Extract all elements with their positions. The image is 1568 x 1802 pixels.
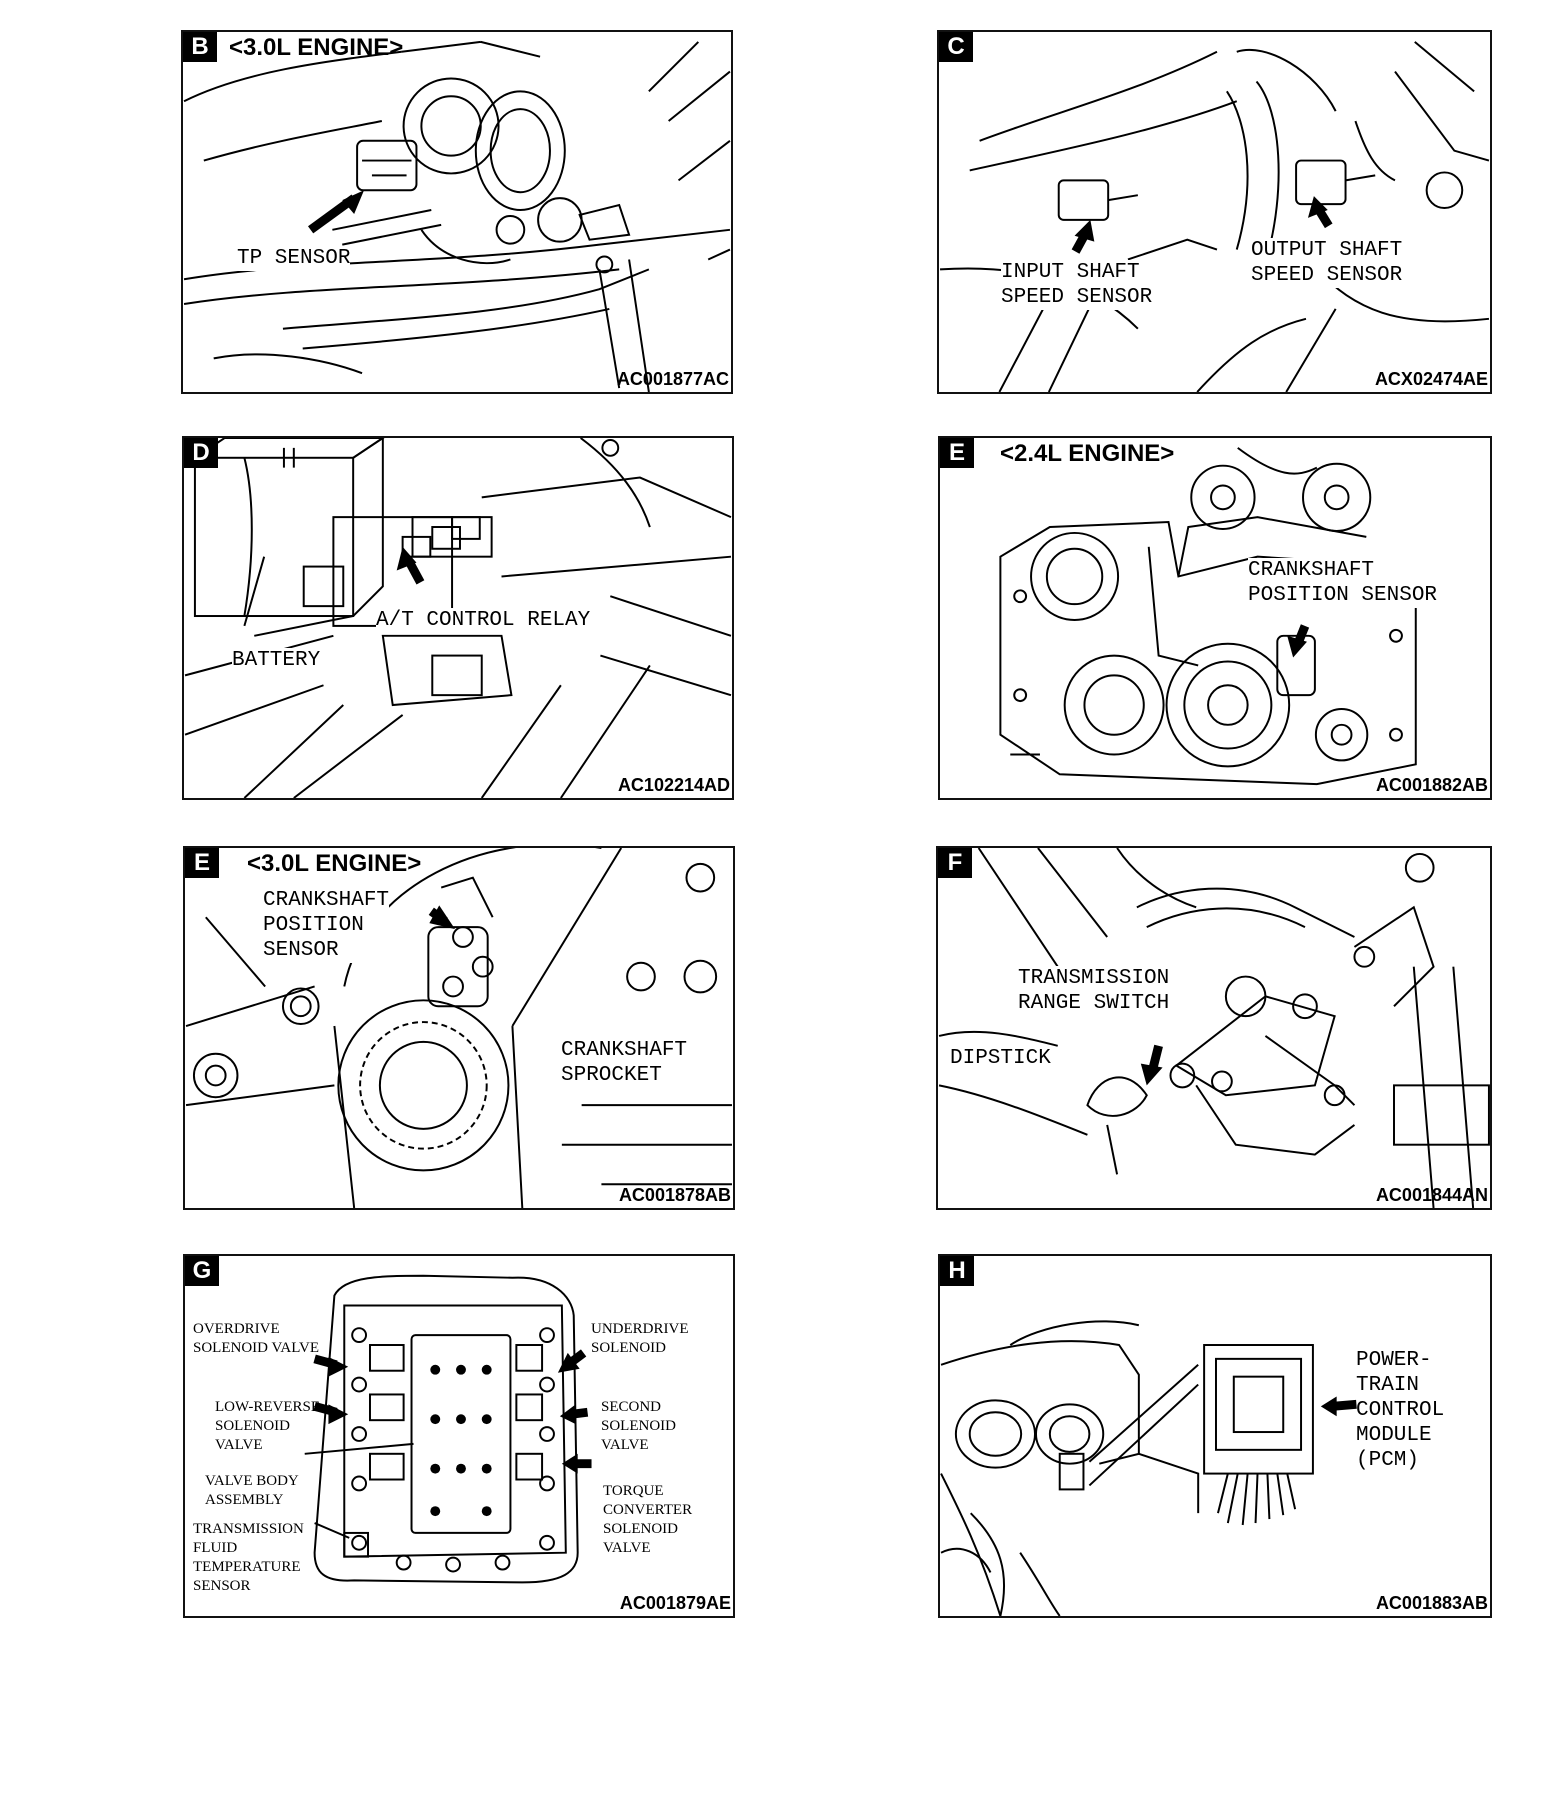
panel-letter: E bbox=[185, 848, 219, 878]
engine-label: <3.0L ENGINE> bbox=[247, 850, 422, 877]
valve-body-assembly-label: VALVE BODY ASSEMBLY bbox=[205, 1473, 299, 1508]
crankshaft-sprocket-label: CRANKSHAFT SPROCKET bbox=[561, 1038, 688, 1088]
panel-letter: C bbox=[939, 32, 973, 62]
at-control-relay-illustration bbox=[184, 438, 732, 798]
panel-letter: G bbox=[185, 1256, 219, 1286]
input-shaft-speed-sensor-label: INPUT SHAFT SPEED SENSOR bbox=[1001, 260, 1153, 310]
transmission-range-switch-illustration bbox=[938, 848, 1490, 1208]
panel-c-shaft-speed-sensors: C INPUT SHAFT SPEED SENSOR OUTPUT SHAFT … bbox=[937, 30, 1492, 394]
engine-label: <3.0L ENGINE> bbox=[229, 34, 404, 61]
panel-e-2-4l-crankshaft-sensor: E <2.4L ENGINE> CRANKSHAFT POSITION SENS… bbox=[938, 436, 1492, 800]
figure-code: AC001844AN bbox=[1375, 1185, 1488, 1205]
underdrive-solenoid-label: UNDERDRIVE SOLENOID bbox=[591, 1321, 689, 1356]
panel-letter: D bbox=[184, 438, 218, 468]
panel-e-3-0l-crankshaft-sensor: E <3.0L ENGINE> CRANKSHAFT POSITION SENS… bbox=[183, 846, 735, 1210]
dipstick-label: DIPSTICK bbox=[950, 1046, 1051, 1071]
transmission-fluid-temperature-sensor-label: TRANSMISSION FLUID TEMPERATURE SENSOR bbox=[193, 1521, 304, 1594]
figure-code: AC102214AD bbox=[617, 775, 730, 795]
panel-b-tp-sensor: B <3.0L ENGINE> TP SENSOR AC001877AC bbox=[181, 30, 733, 394]
panel-g-valve-body: G OVERDRIVE SOLENOID VALVE LOW-REVERSE S… bbox=[183, 1254, 735, 1618]
tp-sensor-illustration bbox=[183, 40, 731, 392]
torque-converter-solenoid-valve-label: TORQUE CONVERTER SOLENOID VALVE bbox=[603, 1483, 693, 1556]
panel-letter: B bbox=[183, 32, 217, 62]
panel-d-at-control-relay: D A/T CONTROL RELAY BATTERY AC102214AD bbox=[182, 436, 734, 800]
figure-code: AC001877AC bbox=[616, 369, 729, 389]
panel-letter: E bbox=[940, 438, 974, 468]
battery-label: BATTERY bbox=[232, 648, 321, 673]
crankshaft-position-sensor-label: CRANKSHAFT POSITION SENSOR bbox=[1248, 558, 1438, 608]
crankshaft-position-sensor-label: CRANKSHAFT POSITION SENSOR bbox=[263, 888, 390, 963]
figure-code: AC001878AB bbox=[618, 1185, 731, 1205]
figure-code: AC001883AB bbox=[1375, 1593, 1488, 1613]
figure-code: ACX02474AE bbox=[1374, 369, 1488, 389]
pcm-location-illustration bbox=[940, 1320, 1357, 1616]
valve-body-illustration bbox=[304, 1274, 592, 1584]
figure-code: AC001882AB bbox=[1375, 775, 1488, 795]
tp-sensor-label: TP SENSOR bbox=[237, 246, 351, 271]
at-control-relay-label: A/T CONTROL RELAY bbox=[376, 608, 591, 633]
panel-f-transmission-range-switch: F TRANSMISSION RANGE SWITCH DIPSTICK AC0… bbox=[936, 846, 1492, 1210]
panel-letter: H bbox=[940, 1256, 974, 1286]
crankshaft-sensor-2-4l-illustration bbox=[999, 447, 1417, 786]
shaft-speed-sensors-illustration bbox=[939, 41, 1490, 392]
second-solenoid-valve-label: SECOND SOLENOID VALVE bbox=[601, 1399, 676, 1453]
low-reverse-solenoid-valve-label: LOW-REVERSE SOLENOID VALVE bbox=[215, 1399, 320, 1453]
engine-label: <2.4L ENGINE> bbox=[1000, 440, 1175, 467]
panel-h-pcm: H POWER- TRAIN CONTROL MODULE (PCM) AC00… bbox=[938, 1254, 1492, 1618]
transmission-range-switch-label: TRANSMISSION RANGE SWITCH bbox=[1018, 966, 1170, 1016]
output-shaft-speed-sensor-label: OUTPUT SHAFT SPEED SENSOR bbox=[1251, 238, 1403, 288]
panel-letter: F bbox=[938, 848, 972, 878]
overdrive-solenoid-valve-label: OVERDRIVE SOLENOID VALVE bbox=[193, 1321, 319, 1356]
figure-code: AC001879AE bbox=[619, 1593, 731, 1613]
powertrain-control-module-label: POWER- TRAIN CONTROL MODULE (PCM) bbox=[1356, 1349, 1445, 1472]
